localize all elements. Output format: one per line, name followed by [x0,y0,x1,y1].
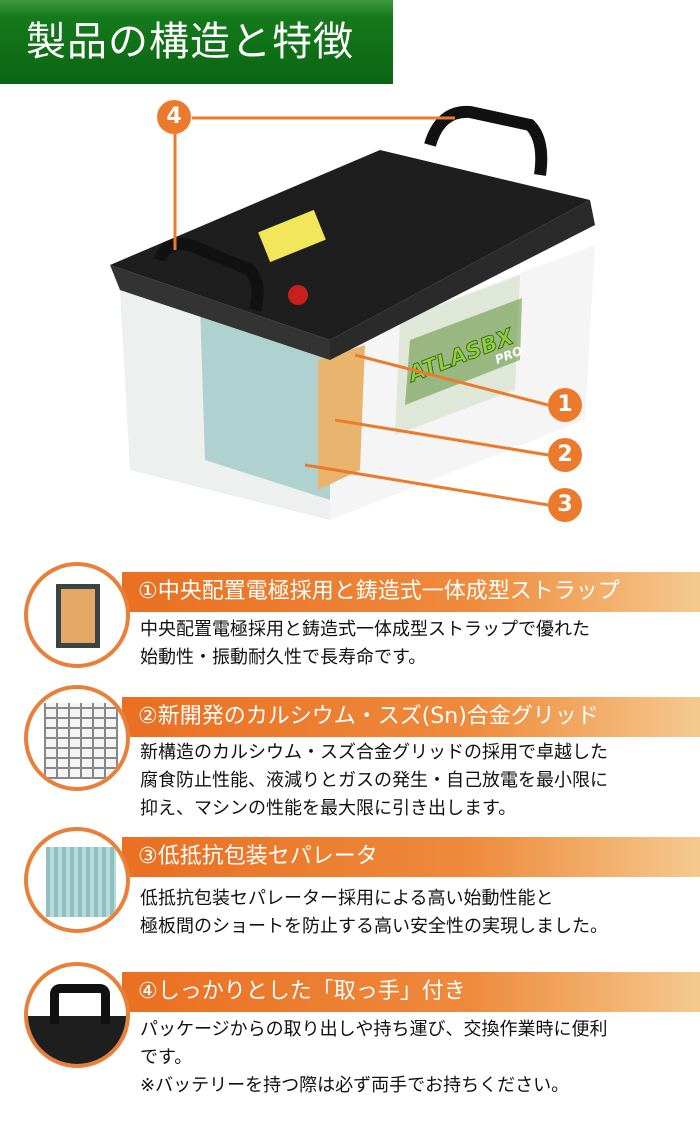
feature-text: 抑え、マシンの性能を最大限に引き出します。 [140,798,517,819]
separator-image [24,827,130,933]
feature-title: ③低抵抗包装セパレータ [122,837,700,877]
feature-title: ①中央配置電極採用と鋳造式一体成型ストラップ [122,572,700,612]
feature-text: ※バッテリーを持つ際は必ず両手でお持ちください。 [140,1075,570,1096]
callout-4: 4 [157,100,191,134]
feature-title: ④しっかりとした「取っ手」付き [122,972,700,1012]
callout-2: 2 [548,438,582,472]
grid-image [24,685,130,791]
feature-text: 始動性・振動耐久性で長寿命です。 [140,647,427,668]
callout-1: 1 [548,388,582,422]
battery-illustration: ATLASBX PRO [110,105,595,520]
page-title: 製品の構造と特徴 [0,0,393,84]
feature-text: です。 [140,1047,193,1068]
feature-text: 新構造のカルシウム・スズ合金グリッドの採用で卓越した [140,742,608,763]
electrode-image [24,562,130,668]
feature-text: 腐食防止性能、液減りとガスの発生・自己放電を最小限に [140,770,608,791]
feature-text: 極板間のショートを防止する高い安全性の実現しました。 [140,916,608,937]
handle-image [24,962,130,1068]
feature-text: 低抵抗包装セパレーター採用による高い始動性能と [140,888,554,909]
feature-text: 中央配置電極採用と鋳造式一体成型ストラップで優れた [140,619,590,640]
feature-title: ②新開発のカルシウム・スズ(Sn)合金グリッド [122,697,700,737]
battery-body: ATLASBX PRO [110,105,595,520]
callout-3: 3 [548,488,582,522]
feature-text: パッケージからの取り出しや持ち運び、交換作業時に便利 [140,1019,608,1040]
